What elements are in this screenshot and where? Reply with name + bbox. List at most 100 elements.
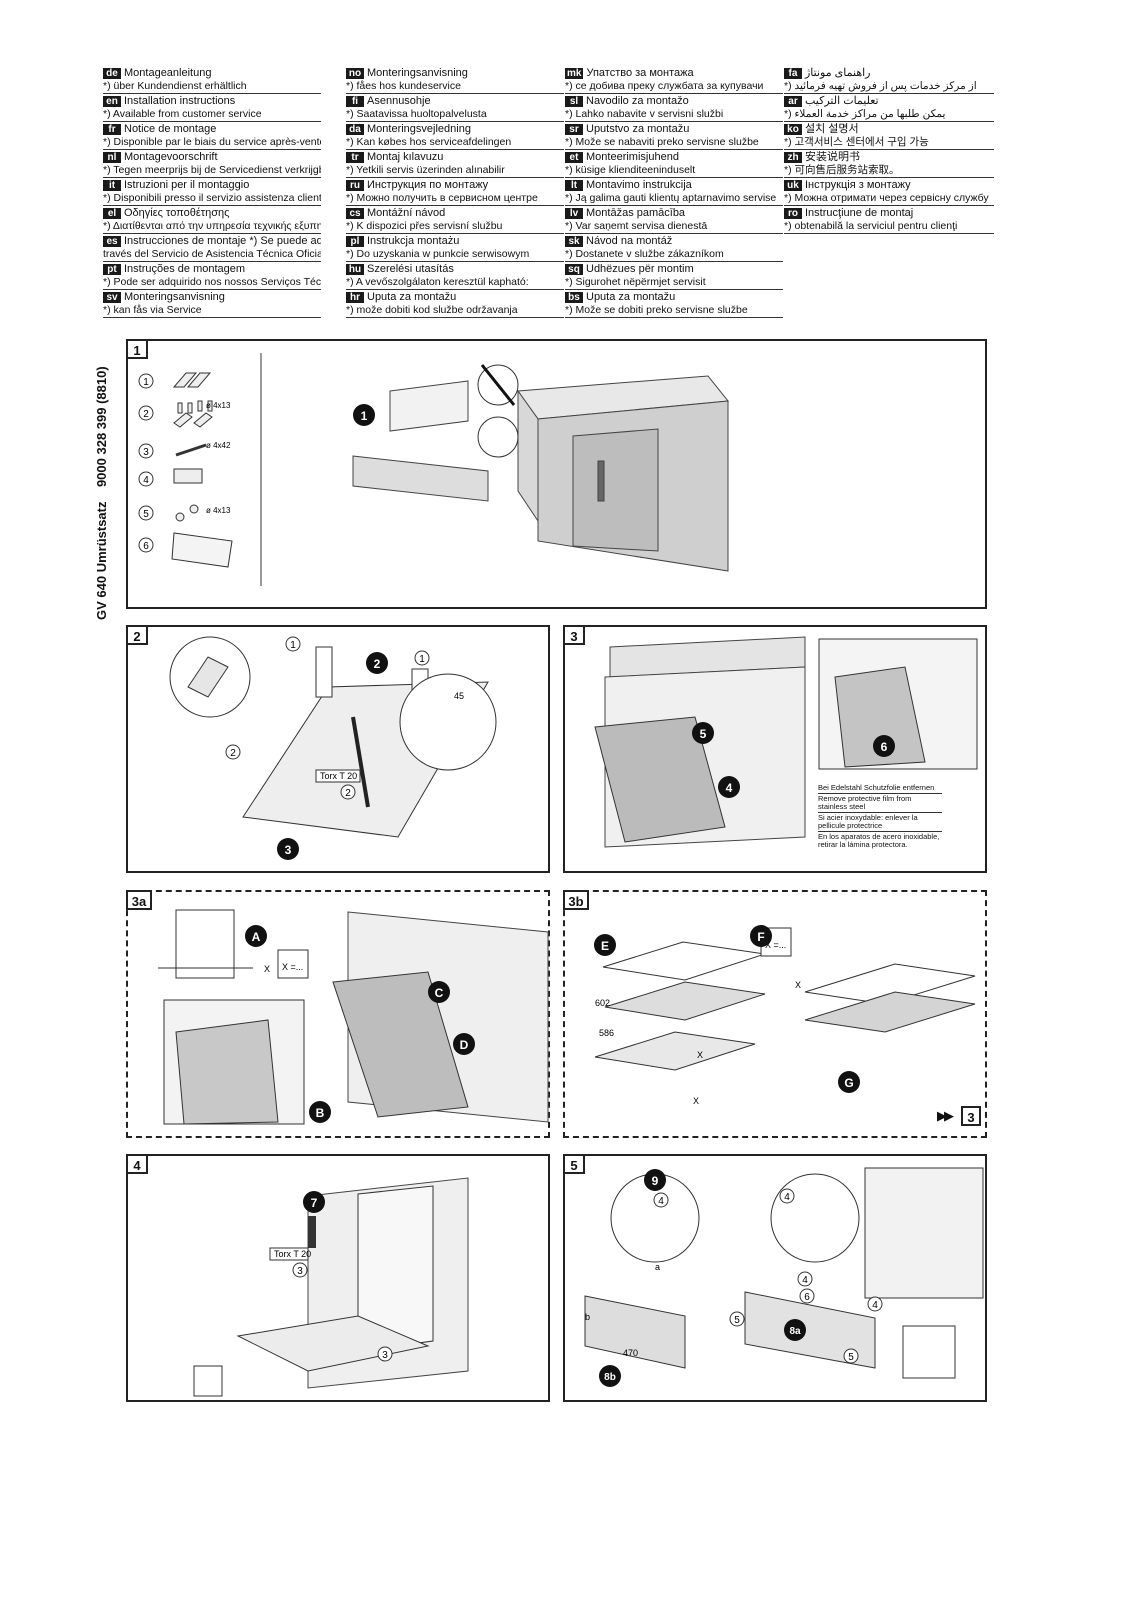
lang-title-text: Navodilo za montažo	[586, 95, 689, 107]
lang-code-badge: es	[103, 236, 121, 247]
part-1-label: 1	[143, 377, 149, 388]
lang-note: *) Var saņemt servisa dienestā	[565, 220, 708, 232]
x-equals: X =...	[765, 940, 786, 950]
svg-text:5: 5	[848, 1352, 854, 1363]
step-6-marker: 6	[873, 735, 895, 757]
step-8b-marker: 8b	[599, 1365, 621, 1387]
lang-title-text: Asennusohje	[367, 95, 431, 107]
lang-code-badge: fa	[784, 68, 802, 79]
lang-note: *) Do uzyskania w punkcie serwisowym	[346, 248, 530, 260]
panel-1-drawing: 1 2 3 4 5 6 ø 4x13 ø 4x42 ø 4x13	[138, 353, 729, 586]
lang-code-badge: bs	[565, 292, 583, 303]
note-en: Remove protective film from stainless st…	[818, 792, 942, 812]
part-5-label: 5	[143, 509, 149, 520]
tool-label: Torx T 20	[320, 771, 357, 781]
svg-text:6: 6	[804, 1292, 810, 1303]
panel-1: 1 1 2 3 4 5 6 ø 4x13 ø 4x42 ø 4x13	[126, 339, 987, 609]
lang-code-badge: da	[346, 124, 364, 135]
svg-text:2: 2	[374, 657, 381, 671]
dim-602: 602	[595, 998, 610, 1008]
step-1-marker: 1	[353, 404, 375, 426]
lang-code-badge: ru	[346, 180, 364, 191]
lang-note: *) Dostanete v službe zákazníkom	[565, 248, 724, 260]
vertical-title: GV 640 Umrüstsatz 9000 328 399 (8810)	[94, 366, 109, 620]
lang-note: *) Можна отримати через сервісну службу	[784, 192, 989, 204]
step-8a-marker: 8a	[784, 1319, 806, 1341]
lang-note: *) از مرکز خدمات پس از فروش تهیه فرمائید	[784, 80, 977, 92]
svg-text:A: A	[252, 930, 261, 944]
svg-text:3: 3	[382, 1350, 388, 1361]
svg-text:7: 7	[311, 1196, 318, 1210]
step-9-marker: 9	[644, 1169, 666, 1191]
panel-number: 3b	[563, 890, 589, 910]
screw-size-2: ø 4x13	[206, 401, 231, 410]
svg-text:6: 6	[881, 740, 888, 754]
lang-title-text: Notice de montage	[124, 123, 217, 135]
lang-title-text: Szerelési utasítás	[367, 263, 454, 275]
lang-note: *) Može se dobiti preko servisne službe	[565, 304, 748, 316]
screw-size-5: ø 4x13	[206, 506, 231, 515]
lang-title-text: 安装说明书	[805, 151, 860, 163]
lang-title-text: Instrucciones de montaje *) Se puede adq…	[124, 235, 321, 247]
lang-title-text: Istruzioni per il montaggio	[124, 179, 250, 191]
lang-title-text: Monteringsanvisning	[124, 291, 225, 303]
lang-note: *) fåes hos kundeservice	[346, 80, 461, 92]
note-de: Bei Edelstahl Schutzfolie entfernen	[818, 783, 935, 792]
svg-text:1: 1	[419, 654, 425, 665]
panel-number: 2	[126, 625, 148, 645]
lang-title-text: Οδηγίες τοποθέτησης	[124, 207, 230, 219]
lang-note: *) Pode ser adquirido nos nossos Serviço…	[103, 276, 321, 288]
dim-a: a	[655, 1262, 660, 1272]
note-es: En los aparatos de acero inoxidable, ret…	[818, 830, 942, 850]
part-3-label: 3	[143, 447, 149, 458]
lang-title-text: Инструкция по монтажу	[367, 179, 489, 191]
lang-note: *) се добива преку службата за купувачи	[565, 80, 764, 92]
panel-4: 4 Torx T 20 7 3 3	[126, 1154, 550, 1402]
svg-text:8b: 8b	[604, 1372, 616, 1383]
svg-text:4: 4	[802, 1275, 808, 1286]
x-equals: X =...	[282, 962, 303, 972]
lang-title-text: Uputa za montažu	[586, 291, 676, 303]
part-4-label: 4	[143, 475, 149, 486]
svg-text:4: 4	[872, 1300, 878, 1311]
dim-586: 586	[599, 1028, 614, 1038]
lang-code-badge: nl	[103, 152, 121, 163]
lang-code-badge: hu	[346, 264, 364, 275]
lang-title-text: Instruções de montagem	[124, 263, 246, 275]
lang-note: *) Disponible par le biais du service ap…	[103, 136, 321, 148]
step-2-marker: 2	[366, 652, 388, 674]
lang-title-text: Інструкція з монтажу	[805, 179, 911, 191]
lang-note: *) Available from customer service	[103, 108, 262, 120]
panel-5: 5 b a 470 9 8a 8b 4 4 4 4 5 5 6	[563, 1154, 987, 1402]
lang-code-badge: sr	[565, 124, 583, 135]
